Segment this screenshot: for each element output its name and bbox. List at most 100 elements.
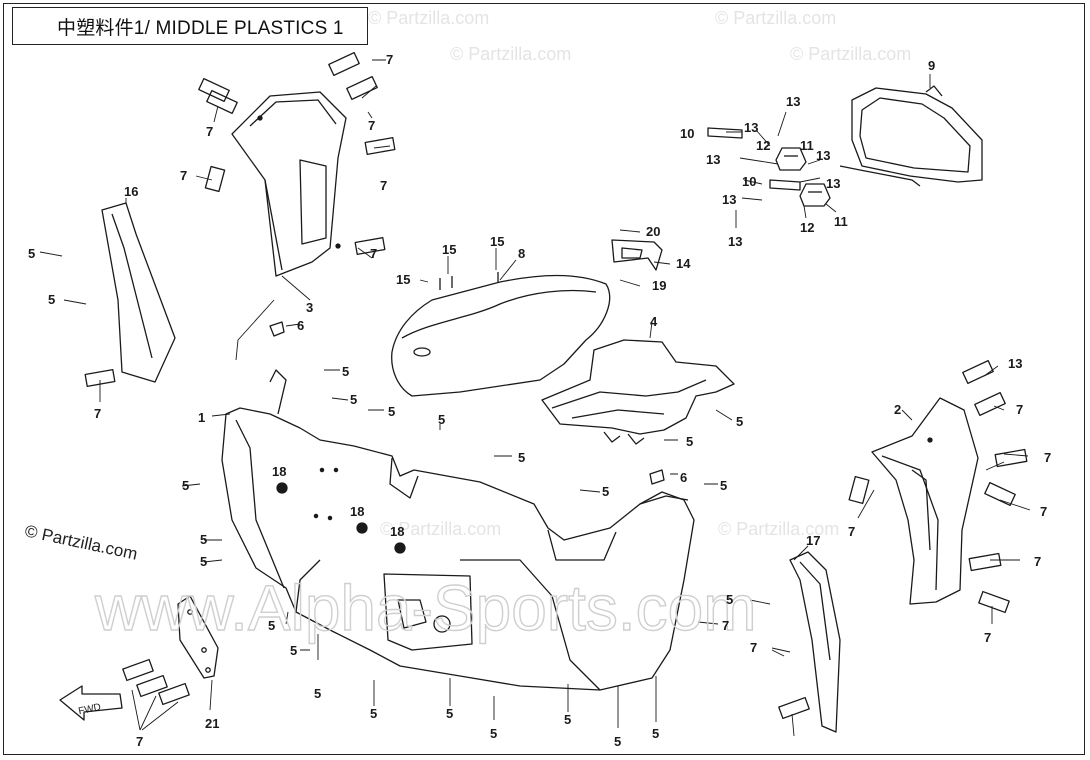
callout-label: 11 (834, 214, 848, 229)
callout-label: 18 (390, 524, 404, 539)
callout-label: 13 (816, 148, 830, 163)
faint-watermark: © Partzilla.com (450, 44, 571, 64)
callout-label: 7 (180, 168, 187, 183)
callout-label: 15 (396, 272, 410, 287)
callout-label: 5 (518, 450, 525, 465)
fwd-label: FWD (77, 702, 102, 717)
callout-label: 5 (342, 364, 349, 379)
copyright-text: © Partzilla.com (23, 521, 139, 563)
callout-label: 14 (676, 256, 691, 271)
callout-label: 5 (200, 554, 207, 569)
callout-label: 8 (518, 246, 525, 261)
callout-label: 17 (806, 533, 820, 548)
callout-label: 13 (728, 234, 742, 249)
callout-label: 7 (1040, 504, 1047, 519)
callout-label: 18 (350, 504, 364, 519)
callout-label: 5 (314, 686, 321, 701)
part-12-hinge-bracket-upper (775, 147, 807, 171)
callout-label: 2 (894, 402, 901, 417)
callout-label: 5 (726, 592, 733, 607)
callout-label: 5 (28, 246, 35, 261)
callout-label: 6 (680, 470, 687, 485)
part-16-left-trim-panel (101, 202, 176, 383)
callout-label: 7 (984, 630, 991, 645)
callout-label: 5 (686, 434, 693, 449)
callout-label: 20 (646, 224, 660, 239)
part-18-grommet (356, 522, 368, 534)
callout-label: 5 (370, 706, 377, 721)
faint-watermark: © Partzilla.com (715, 8, 836, 28)
part-7-fastener-group (84, 51, 1028, 720)
diagram-frame (3, 3, 1085, 755)
callout-label: 11 (800, 138, 814, 153)
part-6-clip (649, 469, 665, 485)
callout-label: 13 (1008, 356, 1022, 371)
callout-label: 7 (380, 178, 387, 193)
callout-label: 13 (826, 176, 840, 191)
callout-label: 12 (756, 138, 770, 153)
part-4-center-tray (541, 339, 735, 445)
callout-label: 10 (742, 174, 756, 189)
callout-label: 7 (368, 118, 375, 133)
callout-label: 5 (602, 484, 609, 499)
callout-label: 13 (744, 120, 758, 135)
callout-label: 10 (680, 126, 694, 141)
part-2-right-side-panel (871, 397, 979, 605)
site-watermark: www.Alpha-Sports.com (94, 572, 757, 644)
callout-label: 5 (652, 726, 659, 741)
callout-label: 5 (446, 706, 453, 721)
callout-label: 5 (564, 712, 571, 727)
callout-label: 5 (268, 618, 275, 633)
callout-label: 7 (370, 246, 377, 261)
diagram-title: 中塑料件1/ MIDDLE PLASTICS 1 (57, 17, 344, 39)
fwd-direction-arrow (59, 685, 123, 721)
callout-label: 12 (800, 220, 814, 235)
part-10-hinge-pin-lower (769, 179, 801, 191)
callout-label: 7 (750, 640, 757, 655)
callout-label: 5 (388, 404, 395, 419)
callout-label: 7 (1016, 402, 1023, 417)
callout-label: 13 (786, 94, 800, 109)
callout-label: 1 (198, 410, 205, 425)
callout-label: 7 (94, 406, 101, 421)
callout-label: 5 (350, 392, 357, 407)
callout-label: 6 (297, 318, 304, 333)
callout-label: 5 (200, 532, 207, 547)
part-3-side-panel (231, 91, 347, 277)
leader-lines (39, 59, 1031, 737)
callout-label: 13 (706, 152, 720, 167)
callout-label: 7 (848, 524, 855, 539)
part-17-right-trim (789, 551, 841, 733)
callout-label: 7 (1034, 554, 1041, 569)
part-18-grommet (276, 482, 288, 494)
callout-label: 5 (290, 643, 297, 658)
part-18-grommet (394, 542, 406, 554)
callout-label: 15 (442, 242, 456, 257)
callout-label: 13 (722, 192, 736, 207)
callout-label: 19 (652, 278, 666, 293)
callout-label: 7 (386, 52, 393, 67)
callout-label: 5 (182, 478, 189, 493)
part-8-seat (391, 272, 611, 397)
callout-label: 7 (1044, 450, 1051, 465)
faint-watermark: © Partzilla.com (380, 519, 501, 539)
part-10-hinge-pin-upper (707, 127, 743, 139)
callout-label: 4 (650, 314, 658, 329)
part-1-main-floor-panel (221, 369, 695, 691)
callout-label: 5 (614, 734, 621, 749)
faint-watermark: © Partzilla.com (368, 8, 489, 28)
callout-label: 3 (306, 300, 313, 315)
callout-label: 5 (490, 726, 497, 741)
part-9-rear-panel (839, 85, 983, 187)
callout-label: 5 (48, 292, 55, 307)
callout-label: 9 (928, 58, 935, 73)
callout-label: 18 (272, 464, 286, 479)
callout-label: 5 (720, 478, 727, 493)
callout-label: 5 (438, 412, 445, 427)
callout-label: 7 (206, 124, 213, 139)
diagram-title-box: 中塑料件1/ MIDDLE PLASTICS 1 (12, 7, 368, 45)
faint-watermark: © Partzilla.com (718, 519, 839, 539)
callout-label: 21 (205, 716, 219, 731)
